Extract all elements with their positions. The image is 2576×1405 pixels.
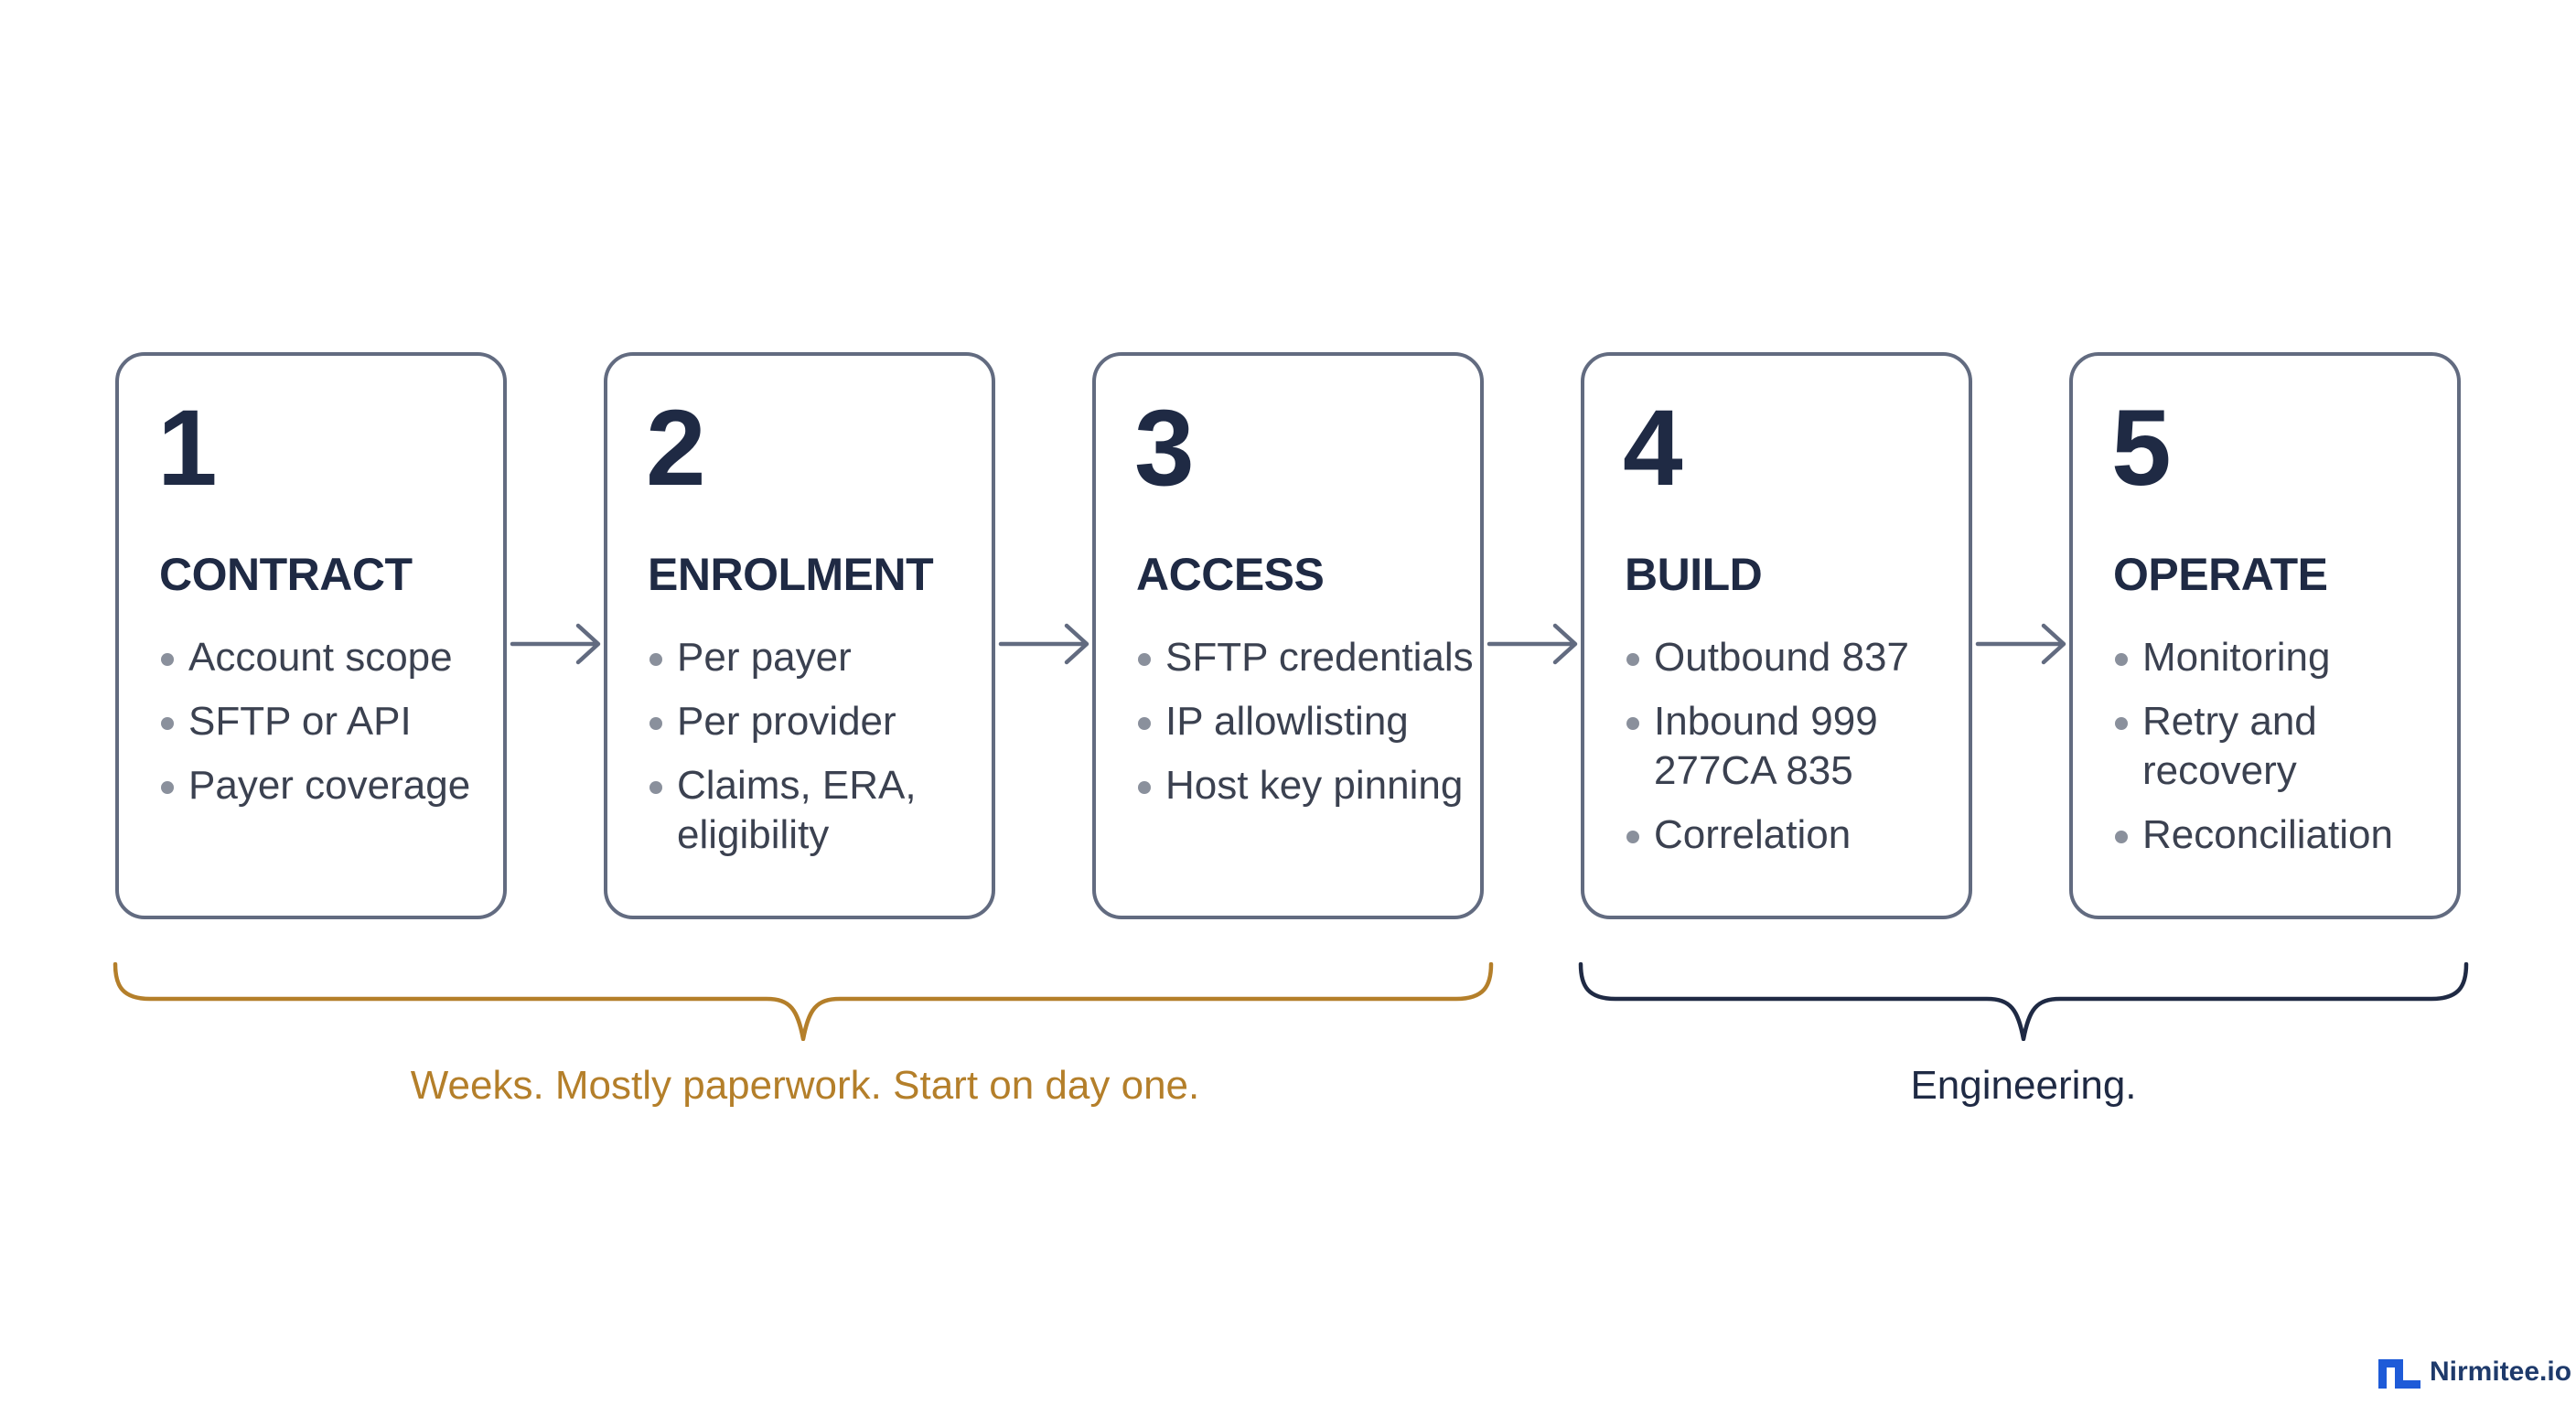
list-item: Per payer: [648, 633, 979, 682]
list-item: Reconciliation: [2113, 810, 2444, 860]
step-title: BUILD: [1625, 549, 1763, 600]
step-item-list: SFTP credentials IP allowlisting Host ke…: [1136, 633, 1474, 825]
step-title: OPERATE: [2113, 549, 2328, 600]
nirmitee-logo-icon: [2378, 1359, 2420, 1389]
phase-label-paperwork: Weeks. Mostly paperwork. Start on day on…: [410, 1063, 1200, 1108]
step-item-list: Account scope SFTP or API Payer coverage: [159, 633, 490, 825]
arrow-right-icon: [1975, 623, 2066, 665]
step-title: CONTRACT: [159, 549, 413, 600]
list-item: Per provider: [648, 697, 979, 746]
arrow-right-icon: [510, 623, 601, 665]
list-item: Claims, ERA,eligibility: [648, 761, 979, 860]
phase-brace-engineering: [1578, 962, 2469, 1041]
phase-label-engineering: Engineering.: [1910, 1063, 2137, 1108]
step-number: 5: [2111, 388, 2172, 509]
step-card-contract: 1 CONTRACT Account scope SFTP or API Pay…: [115, 352, 507, 919]
step-title: ACCESS: [1136, 549, 1325, 600]
list-item: Payer coverage: [159, 761, 490, 810]
phase-brace-paperwork: [113, 962, 1494, 1041]
list-item: Host key pinning: [1136, 761, 1467, 810]
brand-logo: Nirmitee.io: [2378, 1356, 2571, 1389]
step-card-access: 3 ACCESS SFTP credentials IP allowlistin…: [1092, 352, 1484, 919]
step-item-list: Per payer Per provider Claims, ERA,eligi…: [648, 633, 979, 874]
brand-name: Nirmitee.io: [2430, 1357, 2572, 1387]
list-item: SFTP credentials: [1136, 633, 1474, 682]
step-title: ENROLMENT: [648, 549, 934, 600]
list-item: Monitoring: [2113, 633, 2444, 682]
step-card-enrolment: 2 ENROLMENT Per payer Per provider Claim…: [604, 352, 995, 919]
step-number: 3: [1134, 388, 1195, 509]
step-number: 1: [157, 388, 218, 509]
step-number: 2: [646, 388, 706, 509]
arrow-right-icon: [1487, 623, 1578, 665]
arrow-right-icon: [998, 623, 1089, 665]
list-item: SFTP or API: [159, 697, 490, 746]
list-item: Correlation: [1625, 810, 1956, 860]
list-item: Account scope: [159, 633, 490, 682]
step-number: 4: [1623, 388, 1683, 509]
list-item: IP allowlisting: [1136, 697, 1467, 746]
list-item: Outbound 837: [1625, 633, 1956, 682]
